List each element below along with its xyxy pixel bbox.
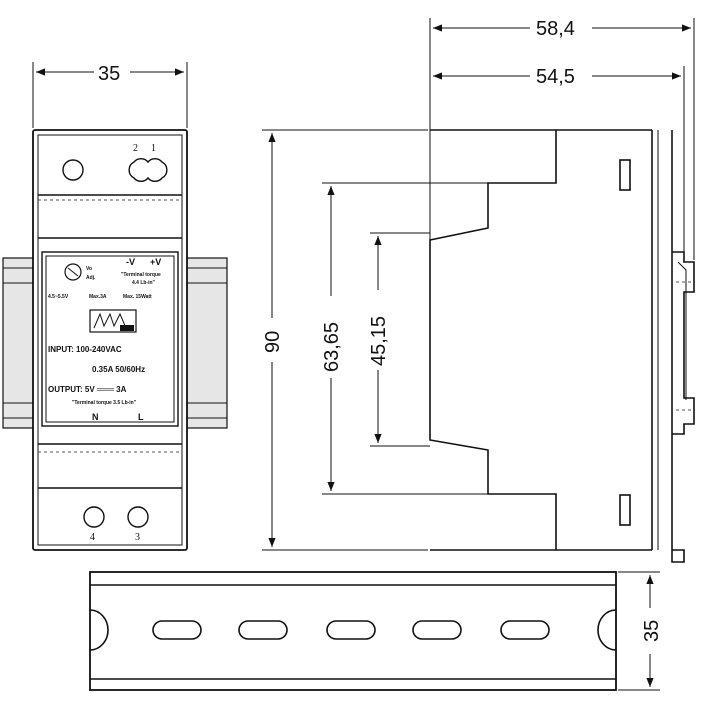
adjust-label-adj: Adj. [86, 275, 96, 281]
dim-height-total: 90 [262, 331, 284, 353]
torque-top-1: "Terminal torque [121, 272, 161, 278]
terminal-label-1: 1 [151, 143, 156, 154]
input-line-2: 0.35A 50/60Hz [92, 365, 145, 374]
terminal-label-3: 3 [135, 532, 140, 543]
adjust-label-vo: Vo [86, 266, 92, 272]
terminal-label-2: 2 [133, 143, 138, 154]
spec-watt: Max. 15Watt [123, 294, 152, 300]
ac-label-n: N [92, 412, 99, 422]
dim-rail-height: 35 [641, 620, 663, 642]
dim-front-width: 35 [98, 63, 120, 85]
side-view: 58,4 54,5 90 63,65 45,15 [262, 18, 695, 563]
din-rail-view: 35 [89, 571, 663, 691]
top-terminal-hole [62, 159, 84, 181]
spec-voltage: 4.5~5.5V [48, 294, 69, 300]
torque-top-2: 4.4 Lb-in" [132, 280, 156, 286]
bottom-terminal-3 [127, 506, 149, 528]
spec-current: Max.3A [89, 294, 107, 300]
dim-height-mid: 63,65 [321, 322, 343, 372]
rail-slots [152, 620, 550, 640]
front-label-panel [41, 251, 179, 427]
input-line-1: INPUT: 100-240VAC [48, 345, 122, 354]
dim-height-front: 45,15 [368, 316, 390, 366]
dim-depth-total: 58,4 [536, 18, 575, 40]
torque-bottom: "Terminal torque 3.5 Lb-in" [72, 400, 137, 406]
dim-depth-body: 54,5 [536, 66, 575, 88]
mw-logo-icon [89, 309, 137, 333]
top-terminal-slot [128, 158, 168, 182]
polarity-minus: -V [126, 257, 135, 267]
output-line: OUTPUT: 5V ═══ 3A [48, 385, 127, 394]
side-profile [430, 130, 652, 550]
front-view: 2 1 Vo Adj. -V +V "Terminal torque 4.4 L… [2, 62, 228, 551]
terminal-label-4: 4 [90, 532, 95, 543]
ac-label-l: L [138, 412, 144, 422]
polarity-plus: +V [150, 257, 161, 267]
bottom-terminal-4 [83, 506, 105, 528]
